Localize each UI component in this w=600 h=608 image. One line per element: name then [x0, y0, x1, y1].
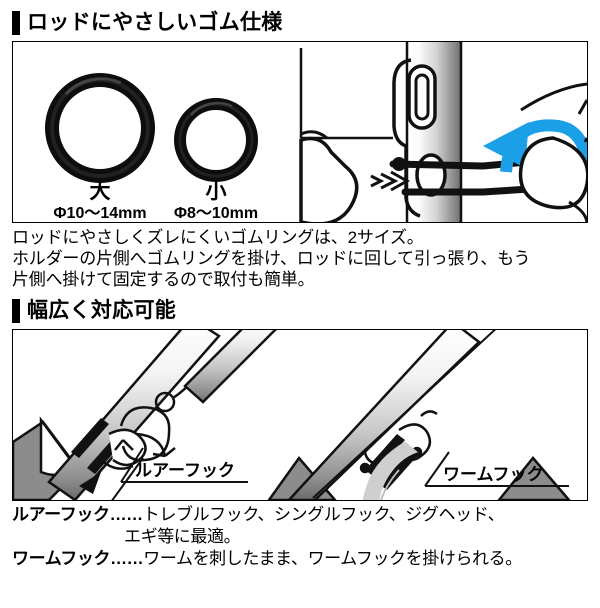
- rod-tip-left-icon: [79, 472, 101, 494]
- gum-body-line-3: 片側へ掛けて固定するので取付も簡単。: [12, 270, 315, 289]
- hand-right-icon: [518, 82, 587, 222]
- gum-body-line-1: ロッドにやさしくズレにくいゴムリングは、2サイズ。: [12, 228, 424, 247]
- section-heading-gum: ロッドにやさしいゴム仕様: [0, 8, 600, 38]
- gum-body-copy: ロッドにやさしくズレにくいゴムリングは、2サイズ。 ホルダーの片側へゴムリングを…: [12, 227, 590, 290]
- ring-small-name: 小: [206, 180, 227, 203]
- rubber-ring-large-icon: [45, 73, 155, 183]
- heading-bar-icon: [12, 11, 20, 35]
- gum-illustration-panel: 大 Φ10〜14mm 小 Φ8〜10mm: [12, 41, 588, 223]
- fishing-rod-left-icon: [47, 330, 221, 500]
- soft-worm-icon: [362, 441, 419, 500]
- rotation-arrow-icon: [483, 119, 587, 173]
- rod-holder-scene: [299, 42, 587, 222]
- hand-left-icon: [299, 130, 359, 222]
- rubber-ring-small-icon: [174, 98, 258, 182]
- gum-body-line-2: ホルダーの片側へゴムリングを掛け、ロッドに回して引っ張り、もう: [12, 249, 531, 268]
- caption-separator-worm: ……: [110, 549, 144, 568]
- width-caption-block: ルアーフック……トレブルフック、シングルフック、ジグヘッド、 エギ等に最適。 ワ…: [12, 504, 590, 570]
- fishing-line-icon: [312, 330, 496, 499]
- caption-lure-hook-continuation: エギ等に最適。: [124, 527, 241, 546]
- infographic-page: ロッドにやさしいゴム仕様: [0, 8, 600, 608]
- brand-chevron-icon: [370, 170, 411, 192]
- caption-term-lure: ルアーフック: [12, 505, 110, 524]
- worm-hook-scene: [267, 330, 571, 500]
- leader-rod-icon: [183, 330, 277, 404]
- label-lure-hook: ルアーフック: [135, 461, 235, 480]
- heading-bar-icon: [12, 299, 20, 323]
- lure-hook-scene: [13, 330, 277, 500]
- section-heading-width-label: 幅広く対応可能: [27, 299, 177, 322]
- ring-large-name: 大: [90, 180, 111, 203]
- width-illustration: ルアーフック: [13, 330, 587, 500]
- caption-description-worm: ワームを刺したまま、ワームフックを掛けられる。: [143, 549, 522, 568]
- caption-lure-hook: ルアーフック……トレブルフック、シングルフック、ジグヘッド、: [12, 504, 590, 526]
- width-illustration-panel: ルアーフック: [12, 329, 588, 501]
- leader-line-lure: [111, 457, 144, 500]
- rod-grip-right2-icon: [497, 456, 571, 500]
- section-heading-width: 幅広く対応可能: [0, 296, 600, 326]
- caption-separator-lure: ……: [109, 505, 144, 524]
- ring-small-spec: Φ8〜10mm: [174, 205, 258, 222]
- section-heading-gum-label: ロッドにやさしいゴム仕様: [27, 11, 283, 34]
- caption-worm-hook: ワームフック……ワームを刺したまま、ワームフックを掛けられる。: [12, 548, 590, 570]
- fishing-rod-right-icon: [287, 330, 481, 500]
- ring-large-spec: Φ10〜14mm: [53, 205, 146, 222]
- caption-term-worm: ワームフック: [12, 549, 111, 568]
- label-worm-hook: ワームフック: [443, 465, 543, 484]
- callout-worm-hook: ワームフック: [424, 451, 569, 487]
- caption-description-lure: トレブルフック、シングルフック、ジグヘッド、: [142, 505, 505, 524]
- rubber-rings-right-icon: [365, 434, 419, 490]
- treble-hook-icon: [114, 406, 176, 462]
- gum-illustration: 大 Φ10〜14mm 小 Φ8〜10mm: [13, 42, 587, 222]
- callout-lure-hook: ルアーフック: [120, 447, 248, 483]
